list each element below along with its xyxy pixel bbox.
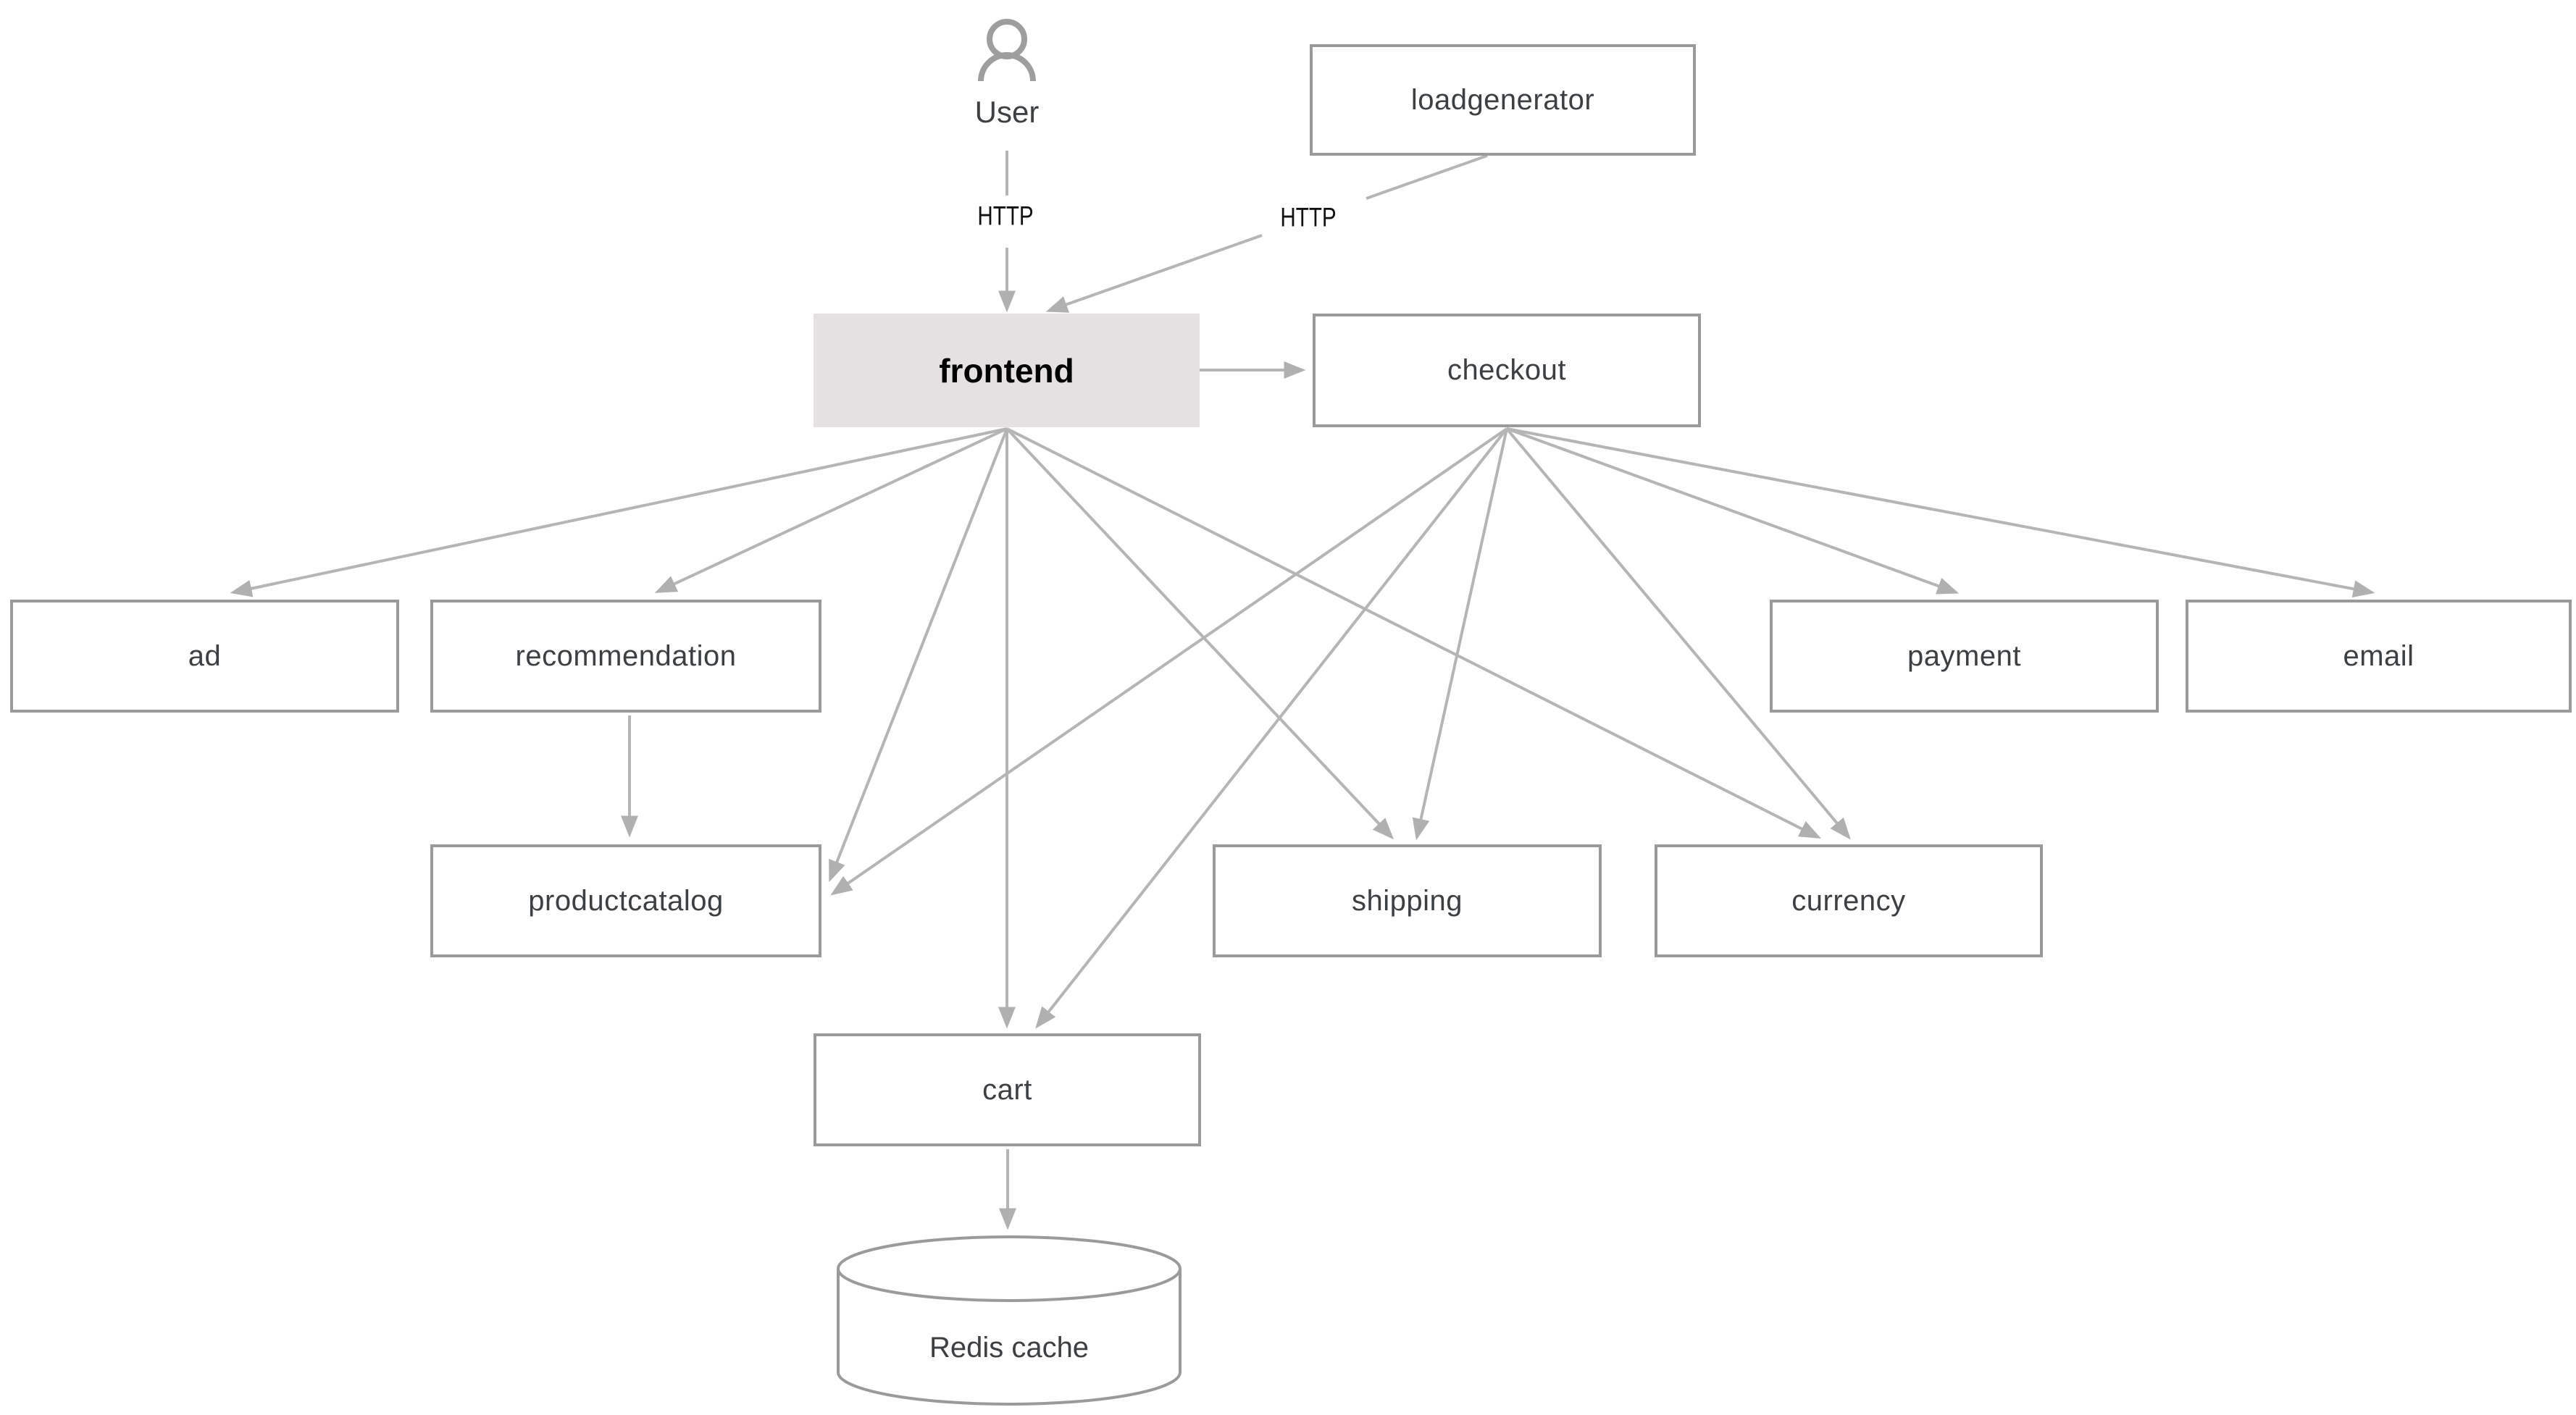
edge-checkout-cart — [1035, 427, 1508, 1029]
edge-checkout-shipping — [1412, 428, 1508, 841]
edge-checkout-currency — [1505, 427, 1851, 840]
edge-frontend-recommendation — [654, 427, 1008, 593]
edge-frontend-shipping — [1005, 427, 1394, 840]
node-loadgenerator: loadgenerator — [1310, 44, 1696, 156]
edge-label-http-loadgenerator-text: HTTP — [1280, 202, 1337, 232]
node-recommendation: recommendation — [430, 600, 821, 713]
edge-label-http-user-text: HTTP — [977, 201, 1034, 231]
edge-frontend-currency — [1006, 427, 1822, 839]
node-shipping: shipping — [1213, 844, 1602, 957]
edge-label-http-user: HTTP — [964, 198, 1047, 234]
edge-label-http-loadgenerator: HTTP — [1267, 199, 1350, 235]
node-redis-label: Redis cache — [929, 1331, 1090, 1364]
edge-checkout-productcatalog — [830, 427, 1508, 896]
node-payment: payment — [1770, 600, 2159, 713]
node-ad: ad — [10, 600, 399, 713]
user-icon — [978, 19, 1036, 82]
node-cart: cart — [814, 1033, 1201, 1146]
node-frontend: frontend — [814, 314, 1200, 427]
user-label: User — [974, 95, 1040, 129]
node-checkout: checkout — [1313, 314, 1701, 427]
node-email: email — [2186, 600, 2572, 713]
edge-checkout-payment — [1506, 427, 1960, 595]
node-productcatalog: productcatalog — [430, 844, 821, 957]
node-currency: currency — [1655, 844, 2043, 957]
edge-frontend-productcatalog — [829, 428, 1008, 883]
edge-loadgenerator-frontend — [1045, 154, 1488, 313]
edge-checkout-email — [1506, 427, 2375, 598]
edge-frontend-ad — [230, 427, 1008, 597]
redis-cylinder-icon — [837, 1235, 1182, 1406]
